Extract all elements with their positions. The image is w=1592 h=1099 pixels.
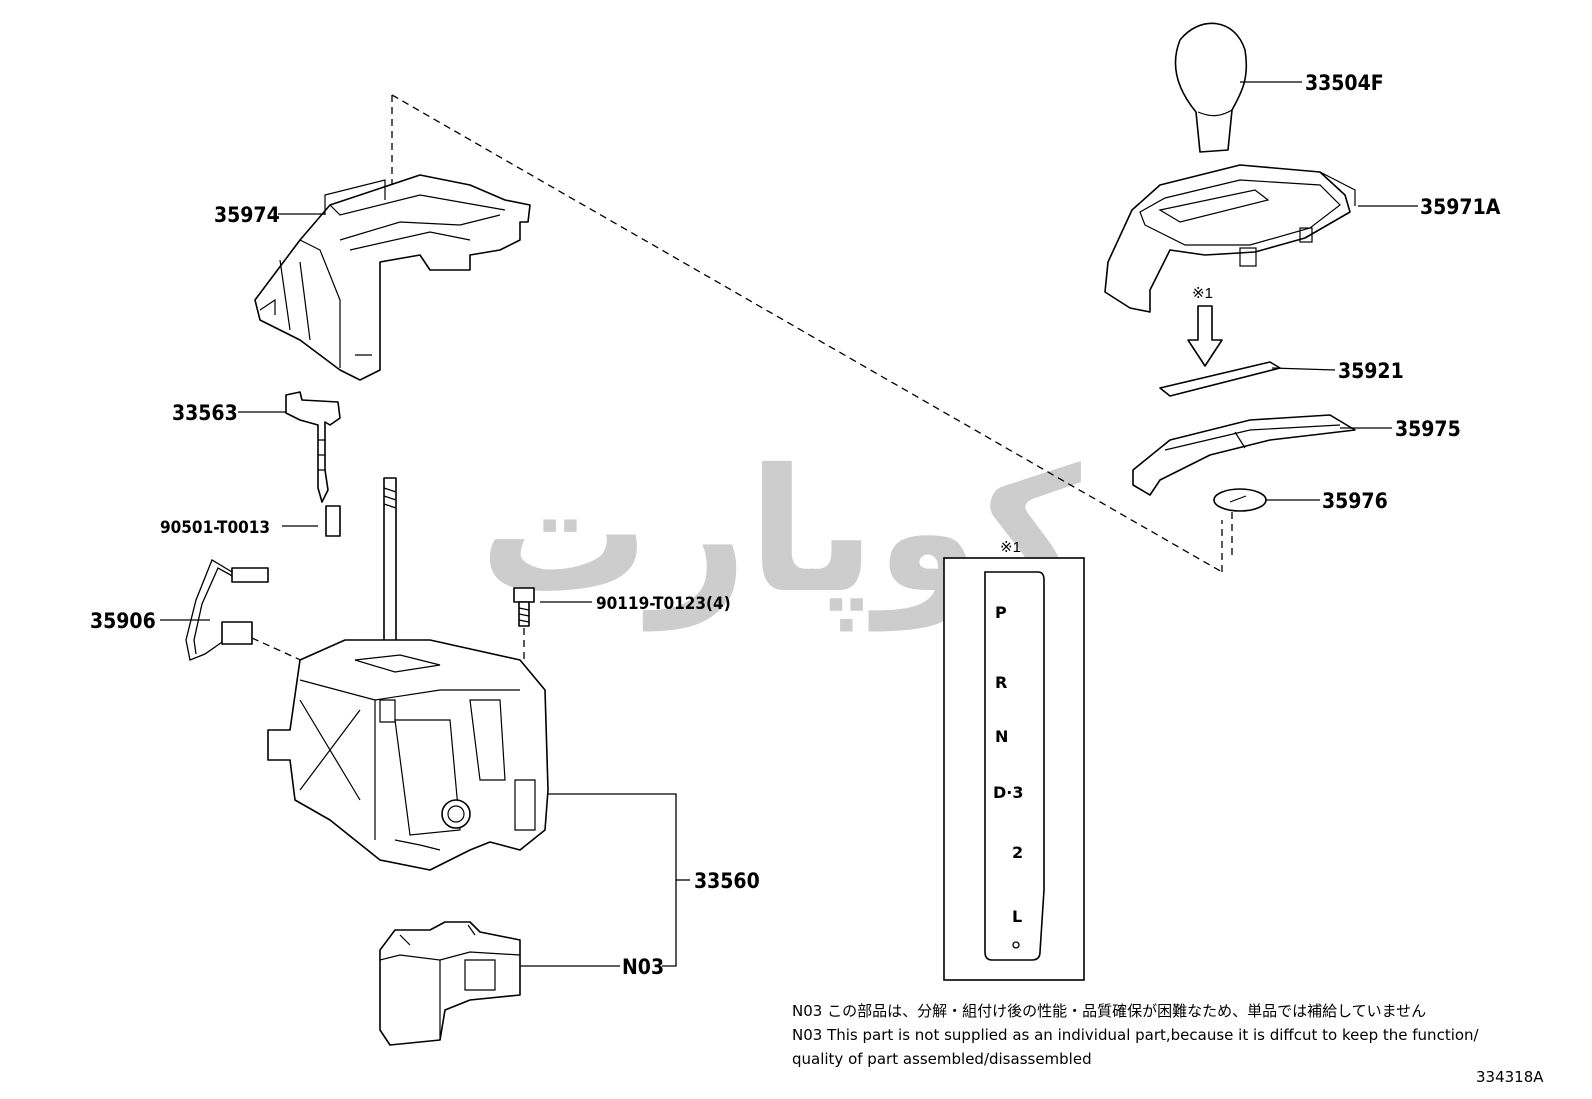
gate-inset: ※1 P R N D·3 2 L — [943, 539, 1085, 981]
n03-retainer-drawing — [379, 921, 521, 1046]
gate-position-n: N — [995, 727, 1008, 746]
reference-mark-inset: ※1 — [1000, 539, 1021, 556]
note-japanese: N03 この部品は、分解・組付け後の性能・品質確保が困難なため、単品では補給して… — [792, 1002, 1426, 1020]
spring-drawing — [325, 505, 341, 537]
wire-harness-drawing — [185, 559, 306, 663]
label-n03: N03 — [622, 955, 664, 979]
note-english-1: N03 This part is not supplied as an indi… — [792, 1026, 1480, 1044]
indicator-lamp-drawing — [1213, 488, 1267, 560]
label-lock-solenoid: 33563 — [172, 401, 238, 425]
shift-rod-drawing — [383, 477, 397, 674]
gate-position-p: P — [995, 603, 1007, 622]
shift-knob-drawing — [1174, 22, 1248, 153]
diagram-id-code: 334318A — [1476, 1068, 1544, 1086]
label-slide-cover: 35975 — [1395, 417, 1461, 441]
shift-lever-assembly-drawing — [267, 639, 549, 871]
note-english-2: quality of part assembled/disassembled — [792, 1050, 1092, 1068]
leader-lines — [160, 81, 1418, 967]
label-lower-cover: 35974 — [214, 203, 280, 227]
label-spring: 90501-T0013 — [160, 518, 270, 538]
label-shift-lever-assembly: 33560 — [694, 869, 760, 893]
label-indicator-plate: 35921 — [1338, 359, 1404, 383]
footnotes: N03 この部品は、分解・組付け後の性能・品質確保が困難なため、単品では補給して… — [792, 1002, 1544, 1086]
lower-cover-drawing — [254, 174, 531, 381]
gate-position-l: L — [1012, 907, 1022, 926]
gate-position-d3: D·3 — [993, 783, 1024, 802]
label-wire-harness: 35906 — [90, 609, 156, 633]
reference-mark-arrow: ※1 — [1192, 285, 1213, 302]
gate-position-2: 2 — [1012, 843, 1023, 862]
gate-position-r: R — [995, 673, 1007, 692]
lock-solenoid-drawing — [285, 391, 341, 503]
indicator-housing-drawing — [1104, 164, 1356, 313]
part-labels: 33504F 35971A 35921 35975 35976 35974 33… — [90, 71, 1501, 979]
label-shift-knob: 33504F — [1305, 71, 1384, 95]
slide-cover-drawing — [1132, 414, 1356, 496]
reference-arrow — [1187, 305, 1223, 367]
label-bolt: 90119-T0123(4) — [596, 594, 731, 614]
label-indicator-housing: 35971A — [1420, 195, 1501, 219]
indicator-plate-drawing — [1159, 361, 1281, 397]
label-indicator-lamp: 35976 — [1322, 489, 1388, 513]
